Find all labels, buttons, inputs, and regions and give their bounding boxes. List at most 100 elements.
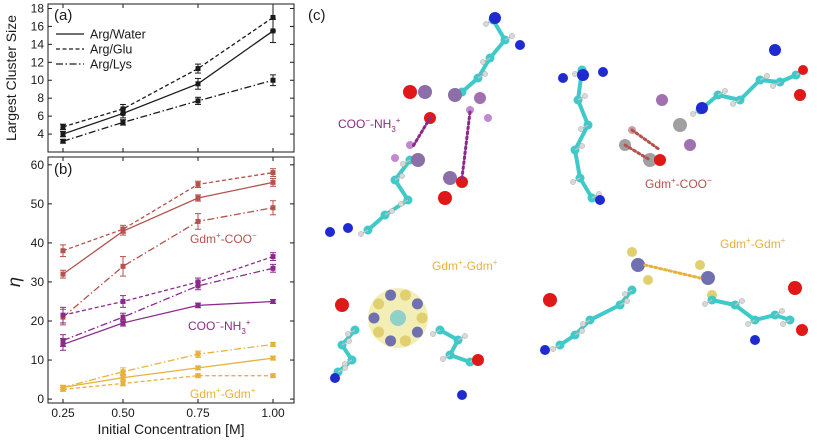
data-point [195,218,201,224]
mol-tr-right-hydrogen-atom [690,111,696,117]
stacked-gdm-atom [368,312,380,324]
data-point [60,384,66,390]
mol-tr-left-hydrogen-atom [578,126,584,132]
data-point [195,195,201,201]
data-point [270,298,276,304]
nh3-hydrogen-atom [466,106,474,114]
ytick-label: 50 [31,197,45,211]
stacked-gdm-atom [411,298,423,310]
mol-br-left-hydrogen-atom [580,321,586,327]
mol-tl-lower-hydrogen-atom [399,173,405,179]
panel-b-annotations: Gdm+-COO− COO−-NH3+ Gdm+-Gdm+ [188,231,257,401]
nitrogen-atom [656,94,668,106]
data-point [120,380,126,386]
mol-br-right-hydrogen-atom [702,301,708,307]
caption-coo-nh3: COO−-NH3+ [338,116,401,134]
oxygen-atom [403,85,417,99]
series-line-5 [62,267,274,342]
data-point [120,106,126,112]
nitrogen-atom [489,12,501,24]
mol-tr-right-hydrogen-atom [722,88,728,94]
panel-a-ylabel: Largest Cluster Size [3,15,19,141]
series-line-1 [62,16,274,128]
nitrogen-atom [684,139,696,151]
guanidinium-nitrogen-atom [598,67,608,77]
ytick-label: 60 [31,158,45,172]
mol-bl-right-hydrogen-atom [430,331,436,337]
mol-tr-left-hydrogen-atom [570,179,576,185]
xtick-label: 0.25 [51,406,75,420]
mol-tr-right-hydrogen-atom [770,83,776,89]
annotation-gdm-coo: Gdm+-COO− [190,231,257,246]
stacked-gdm-atom [411,326,423,338]
data-point [195,365,201,371]
series-line-0 [62,30,274,135]
ytick-label: 14 [31,37,45,51]
mol-br-left-hydrogen-atom [579,328,585,334]
ytick-label: 6 [37,109,44,123]
series-line-3 [62,300,274,346]
hbond-gdm-coo [630,128,662,152]
panel-b-frame [47,156,295,404]
mol-tr-left-hydrogen-atom [579,143,585,149]
data-point [270,170,276,176]
annotation-coo-nh3: COO−-NH3+ [188,318,251,336]
series-line-2 [62,207,274,318]
oxygen-atom [472,354,484,366]
caption-gdm-gdm-right: Gdm+-Gdm+ [720,236,786,251]
mol-br-left-hydrogen-atom [624,298,630,304]
oxygen-atom [796,324,808,336]
data-point [120,226,126,232]
hbond-coo-nh3 [410,116,432,150]
nitrogen-atom [515,40,525,50]
mol-bl-right-bonds [438,328,472,364]
nitrogen-atom [325,227,335,237]
oxygen-atom [438,191,452,205]
annotation-gdm-gdm: Gdm+-Gdm+ [190,386,256,401]
oxygen-atom [335,298,349,312]
data-point [120,263,126,269]
series-line-7 [62,375,273,390]
panel-a-label: (a) [54,7,72,24]
nh3-hydrogen-atom [391,154,399,162]
mol-tl-upper-hydrogen-atom [509,33,515,39]
mol-tl-lower-hydrogen-atom [400,161,406,167]
stacked-gdm-carbon-atom [390,310,406,326]
mol-bl-left-hydrogen-atom [342,365,348,371]
ytick-label: 0 [37,392,44,406]
mol-tr-left-hydrogen-atom [572,71,578,77]
data-point [195,181,201,187]
legend-label: Arg/Water [90,28,146,42]
panel-b-ylabel: η [4,277,24,287]
guanidinium-atom [695,260,705,270]
panel-b-label: (b) [54,161,72,178]
carboxyl-carbon-atom [418,85,432,99]
ytick-label: 10 [31,353,45,367]
carbon-atom [673,118,687,132]
data-point [195,302,201,308]
carboxyl-carbon-atom [443,171,457,185]
series-line-0 [62,181,274,275]
data-point [120,298,126,304]
mol-bl-right-hydrogen-atom [440,356,446,362]
caption-gdm-coo: Gdm+-COO− [645,176,712,191]
data-point [270,77,276,83]
data-point [195,98,201,104]
mol-br-left-bonds [558,288,634,347]
guanidinium-atom [643,275,653,285]
data-point [60,131,66,137]
series-line-4 [62,255,274,316]
stacked-gdm-atom [373,298,385,310]
nitrogen-atom [330,373,340,383]
data-point [270,265,276,271]
series-line-2 [62,79,274,142]
alpha-carbon-atom [448,88,462,102]
guanidinium-nitrogen-atom [577,69,589,81]
series-line-6 [62,357,274,389]
xtick-label: 0.75 [186,406,210,420]
mol-tr-right-hydrogen-atom [730,101,736,107]
